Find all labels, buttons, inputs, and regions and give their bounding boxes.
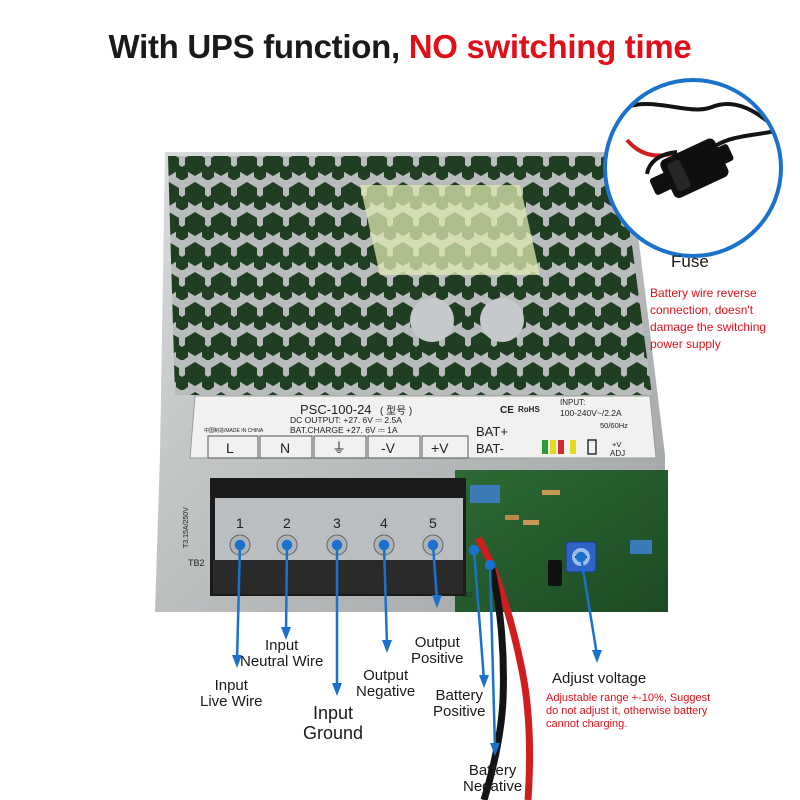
terminal-number-1: 1 (236, 515, 244, 531)
terminal-number-5: 5 (429, 515, 437, 531)
label-input-ground-line2: Ground (303, 723, 364, 743)
label-battery-negative-line2: Negative (463, 778, 523, 795)
label-input-neutral-wire: Input Neutral Wire (240, 638, 323, 670)
input-spec: 100-240V~/2.2A (560, 408, 622, 418)
label-output-negative: Output Negative (356, 668, 415, 700)
terminal-numbers: 1 2 3 4 5 (236, 515, 437, 531)
label-output-positive-line1: Output (414, 634, 460, 651)
label-input-live-line2: Live Wire (200, 693, 263, 710)
psu-housing (155, 152, 665, 612)
fuse-description: Battery wire reverse connection, doesn't… (650, 286, 767, 351)
label-panel: PSC-100-24 ( 型号 ) DC OUTPUT: +27. 6V ⎓ 2… (189, 395, 657, 459)
terminal-label-positive: +V (431, 440, 449, 456)
svg-text:TB2: TB2 (460, 592, 473, 599)
headline-part-black: With UPS function, (108, 28, 409, 65)
label-battery-negative: Battery Negative (463, 763, 522, 795)
dc-output-spec: DC OUTPUT: +27. 6V ⎓ 2.5A (290, 415, 402, 425)
input-frequency: 50/60Hz (600, 421, 628, 430)
bat-plus-label: BAT+ (476, 424, 508, 439)
label-battery-negative-line1: Battery (468, 762, 517, 779)
label-input-ground: Input Ground (303, 703, 363, 743)
battery-charge-spec: BAT.CHARGE +27. 6V ⎓ 1A (290, 425, 398, 435)
label-output-negative-line1: Output (363, 667, 409, 684)
pcb-board: TB2 (455, 470, 668, 612)
terminal-number-2: 2 (283, 515, 291, 531)
adjust-voltage-description: Adjustable range +-10%, Suggest do not a… (546, 692, 711, 730)
terminal-block: 1 2 3 4 5 T3.15A/250V TB2 (183, 478, 466, 596)
terminal-number-3: 3 (333, 515, 341, 531)
fuse-title: Fuse (671, 252, 709, 271)
model-number: PSC-100-24 (300, 402, 372, 417)
adj-label-plus: +V (612, 440, 621, 449)
label-battery-positive-line1: Battery (435, 687, 484, 704)
terminal-labels: L N ⏚ -V +V (207, 435, 469, 459)
fuse-photo (603, 78, 783, 258)
model-suffix: ( 型号 ) (380, 404, 412, 417)
terminal-label-negative: -V (381, 440, 396, 456)
board-ref: TB2 (188, 558, 205, 568)
made-in-china: 中国制造/MADE IN CHINA (204, 427, 264, 434)
adjust-voltage-title: Adjust voltage (552, 670, 647, 687)
adj-label: ADJ (610, 449, 625, 458)
label-output-positive-line2: Positive (411, 650, 464, 667)
label-input-live-wire: Input Live Wire (200, 678, 263, 710)
fuse-holder-icon (615, 102, 779, 198)
terminal-label-n: N (280, 440, 290, 456)
input-title: INPUT: (560, 398, 585, 407)
terminal-label-ground: ⏚ (332, 440, 346, 456)
label-output-negative-line2: Negative (356, 683, 416, 700)
label-input-neutral-line2: Neutral Wire (240, 653, 324, 670)
rohs-mark: RoHS (518, 405, 540, 414)
ce-mark: CE (500, 405, 514, 416)
annotation-arrows (232, 539, 602, 756)
label-battery-positive: Battery Positive (433, 688, 486, 720)
label-input-ground-line1: Input (313, 703, 354, 723)
terminal-label-l: L (226, 440, 234, 456)
fuse-rating: T3.15A/250V (183, 507, 190, 548)
label-input-neutral-line1: Input (264, 637, 299, 654)
label-output-positive: Output Positive (411, 635, 464, 667)
headline: With UPS function, NO switching time (0, 28, 800, 66)
terminal-number-4: 4 (380, 515, 388, 531)
label-battery-positive-line2: Positive (433, 703, 486, 720)
bat-minus-label: BAT- (476, 441, 504, 456)
headline-part-red: NO switching time (408, 28, 692, 65)
label-input-live-line1: Input (214, 677, 248, 694)
